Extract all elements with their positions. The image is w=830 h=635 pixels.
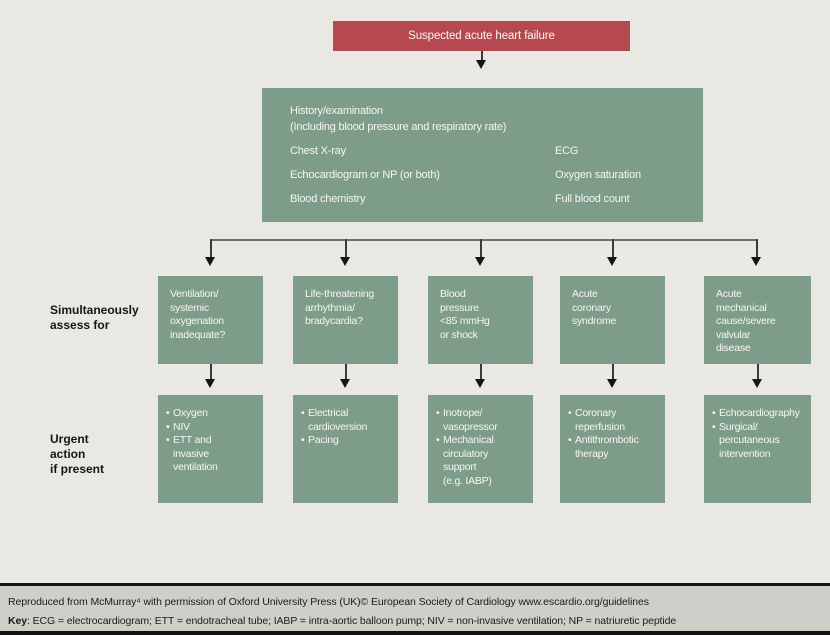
column-blood-pressure: Blood pressure <85 mmHg or shock Inotrop… — [428, 276, 533, 503]
action-item: Oxygen — [173, 407, 208, 419]
footer-key-label: Key — [8, 615, 27, 627]
action-item: Echocardiography — [719, 407, 800, 419]
column-coronary-syndrome: Acute coronary syndrome Coronary reperfu… — [560, 276, 665, 503]
connector-line — [210, 239, 757, 241]
footer-top-rule — [0, 583, 830, 586]
action-box: Coronary reperfusion Antithrombotic ther… — [560, 395, 665, 503]
arrow-down-icon — [205, 257, 215, 266]
assessment-item: Blood chemistry — [290, 193, 366, 205]
arrow-down-icon — [607, 379, 617, 388]
assess-box: Blood pressure <85 mmHg or shock — [428, 276, 533, 364]
column-ventilation: Ventilation/ systemic oxygenation inadeq… — [158, 276, 263, 503]
action-item: Surgical/ percutaneous intervention — [719, 420, 780, 460]
arrow-down-icon — [475, 379, 485, 388]
action-item: Inotrope/ vasopressor — [443, 407, 498, 433]
assessment-item: Echocardiogram or NP (or both) — [290, 169, 440, 181]
arrow-down-icon — [751, 257, 761, 266]
assessment-item: Chest X-ray — [290, 145, 346, 157]
action-item: NIV — [173, 420, 190, 433]
arrow-down-icon — [756, 364, 759, 381]
assessment-item: Oxygen saturation — [555, 169, 641, 181]
arrow-down-icon — [755, 239, 758, 259]
action-item: ETT and invasive ventilation — [173, 434, 218, 473]
arrow-down-icon — [340, 379, 350, 388]
footer-bottom-rule — [0, 631, 830, 635]
arrow-down-icon — [205, 379, 215, 388]
assess-box: Ventilation/ systemic oxygenation inadeq… — [158, 276, 263, 364]
assess-box: Acute mechanical cause/severe valvular d… — [704, 276, 811, 364]
footer-attribution: Reproduced from McMurray⁴ with permissio… — [8, 596, 649, 608]
arrow-down-icon — [475, 257, 485, 266]
arrow-down-icon — [752, 379, 762, 388]
title-text: Suspected acute heart failure — [408, 30, 555, 42]
action-item: Antithrombotic therapy — [575, 434, 639, 460]
arrow-down-icon — [480, 51, 483, 63]
arrow-down-icon — [476, 60, 486, 69]
column-mechanical-cause: Acute mechanical cause/severe valvular d… — [704, 276, 811, 503]
assessment-line2: (Including blood pressure and respirator… — [290, 121, 507, 133]
assessment-box: History/examination (Including blood pre… — [262, 88, 703, 222]
arrow-down-icon — [344, 239, 347, 259]
footer-key: Key: ECG = electrocardiogram; ETT = endo… — [8, 613, 830, 629]
action-box: Oxygen NIV ETT and invasive ventilation — [158, 395, 263, 503]
footer-key-text: : ECG = electrocardiogram; ETT = endotra… — [26, 615, 677, 627]
arrow-down-icon — [344, 364, 347, 381]
arrow-down-icon — [479, 364, 482, 381]
footer: Reproduced from McMurray⁴ with permissio… — [0, 586, 830, 631]
assessment-item: Full blood count — [555, 193, 630, 205]
action-item: Electrical cardioversion — [308, 407, 368, 433]
assess-text: Life-threatening arrhythmia/ bradycardia… — [305, 288, 374, 327]
action-box: Inotrope/ vasopressor Mechanical circula… — [428, 395, 533, 503]
action-item: Mechanical circulatory support (e.g. IAB… — [443, 434, 494, 487]
assess-box: Life-threatening arrhythmia/ bradycardia… — [293, 276, 398, 364]
arrow-down-icon — [209, 364, 212, 381]
arrow-down-icon — [340, 257, 350, 266]
arrow-down-icon — [607, 257, 617, 266]
title-box: Suspected acute heart failure — [333, 21, 630, 51]
action-box: Electrical cardioversion Pacing — [293, 395, 398, 503]
label-simultaneously-assess: Simultaneously assess for — [50, 303, 139, 332]
arrow-down-icon — [209, 239, 212, 259]
arrow-down-icon — [611, 239, 614, 259]
assess-box: Acute coronary syndrome — [560, 276, 665, 364]
arrow-down-icon — [611, 364, 614, 381]
column-arrhythmia: Life-threatening arrhythmia/ bradycardia… — [293, 276, 398, 503]
action-item: Coronary reperfusion — [575, 407, 625, 433]
assessment-item: ECG — [555, 145, 579, 157]
assess-text: Ventilation/ systemic oxygenation inadeq… — [170, 288, 226, 341]
assess-text: Blood pressure <85 mmHg or shock — [440, 288, 490, 341]
assess-text: Acute coronary syndrome — [572, 288, 617, 327]
action-box: Echocardiography Surgical/ percutaneous … — [704, 395, 811, 503]
arrow-down-icon — [479, 239, 482, 259]
action-item: Pacing — [308, 434, 339, 446]
assess-text: Acute mechanical cause/severe valvular d… — [716, 288, 776, 354]
assessment-line1: History/examination — [290, 105, 383, 117]
label-urgent-action: Urgent action if present — [50, 432, 105, 476]
